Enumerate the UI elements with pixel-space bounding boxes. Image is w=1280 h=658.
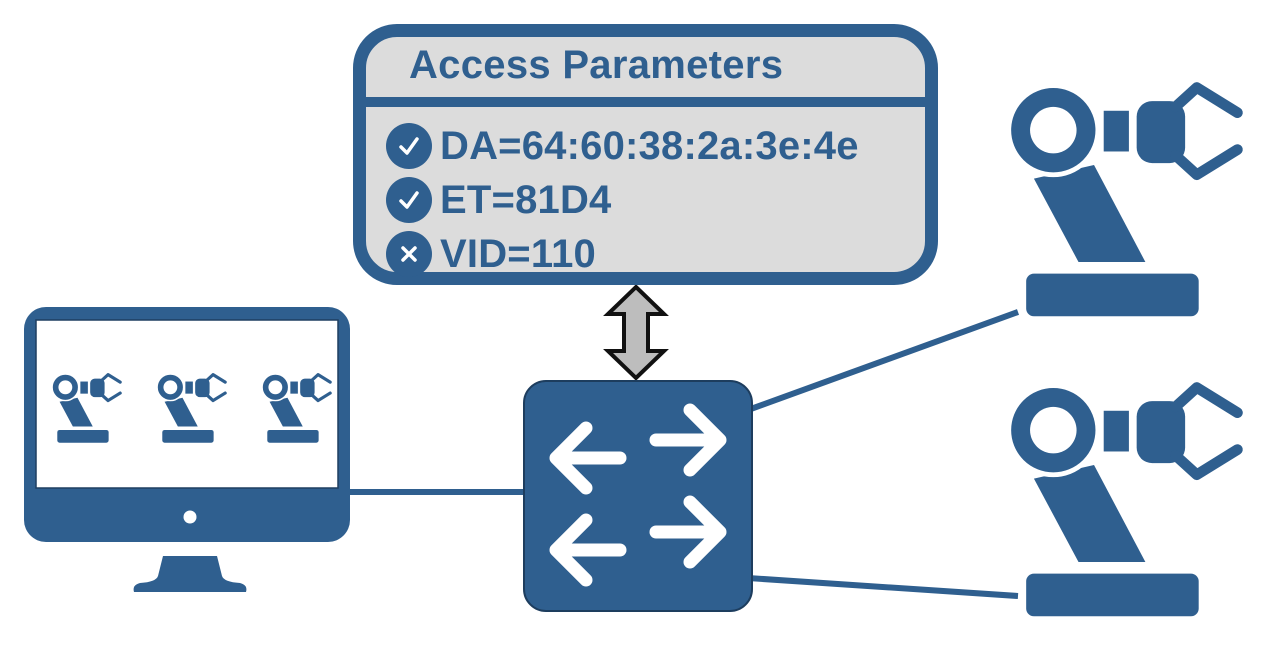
link-switch-robot-top	[746, 309, 1020, 413]
param-label: ET=81D4	[440, 177, 612, 222]
param-label: DA=64:60:38:2a:3e:4e	[440, 123, 859, 168]
double-arrow-icon	[603, 284, 669, 381]
robot-bottom-icon	[1009, 386, 1238, 617]
param-row: VID=110	[386, 230, 596, 278]
panel-divider	[366, 97, 925, 107]
switch-icon	[523, 380, 753, 612]
param-label: VID=110	[440, 231, 596, 276]
panel-title: Access Parameters	[409, 43, 784, 87]
param-row: DA=64:60:38:2a:3e:4e	[386, 122, 859, 170]
check-circle-icon	[386, 123, 432, 169]
link-switch-robot-bottom	[747, 575, 1019, 599]
access-parameters-panel: Access Parameters DA=64:60:38:2a:3e:4e E…	[353, 24, 938, 285]
monitor-icon	[24, 307, 350, 592]
param-row: ET=81D4	[386, 176, 612, 224]
check-circle-icon	[386, 177, 432, 223]
x-circle-icon	[386, 231, 432, 277]
robot-top-icon	[1009, 86, 1238, 317]
